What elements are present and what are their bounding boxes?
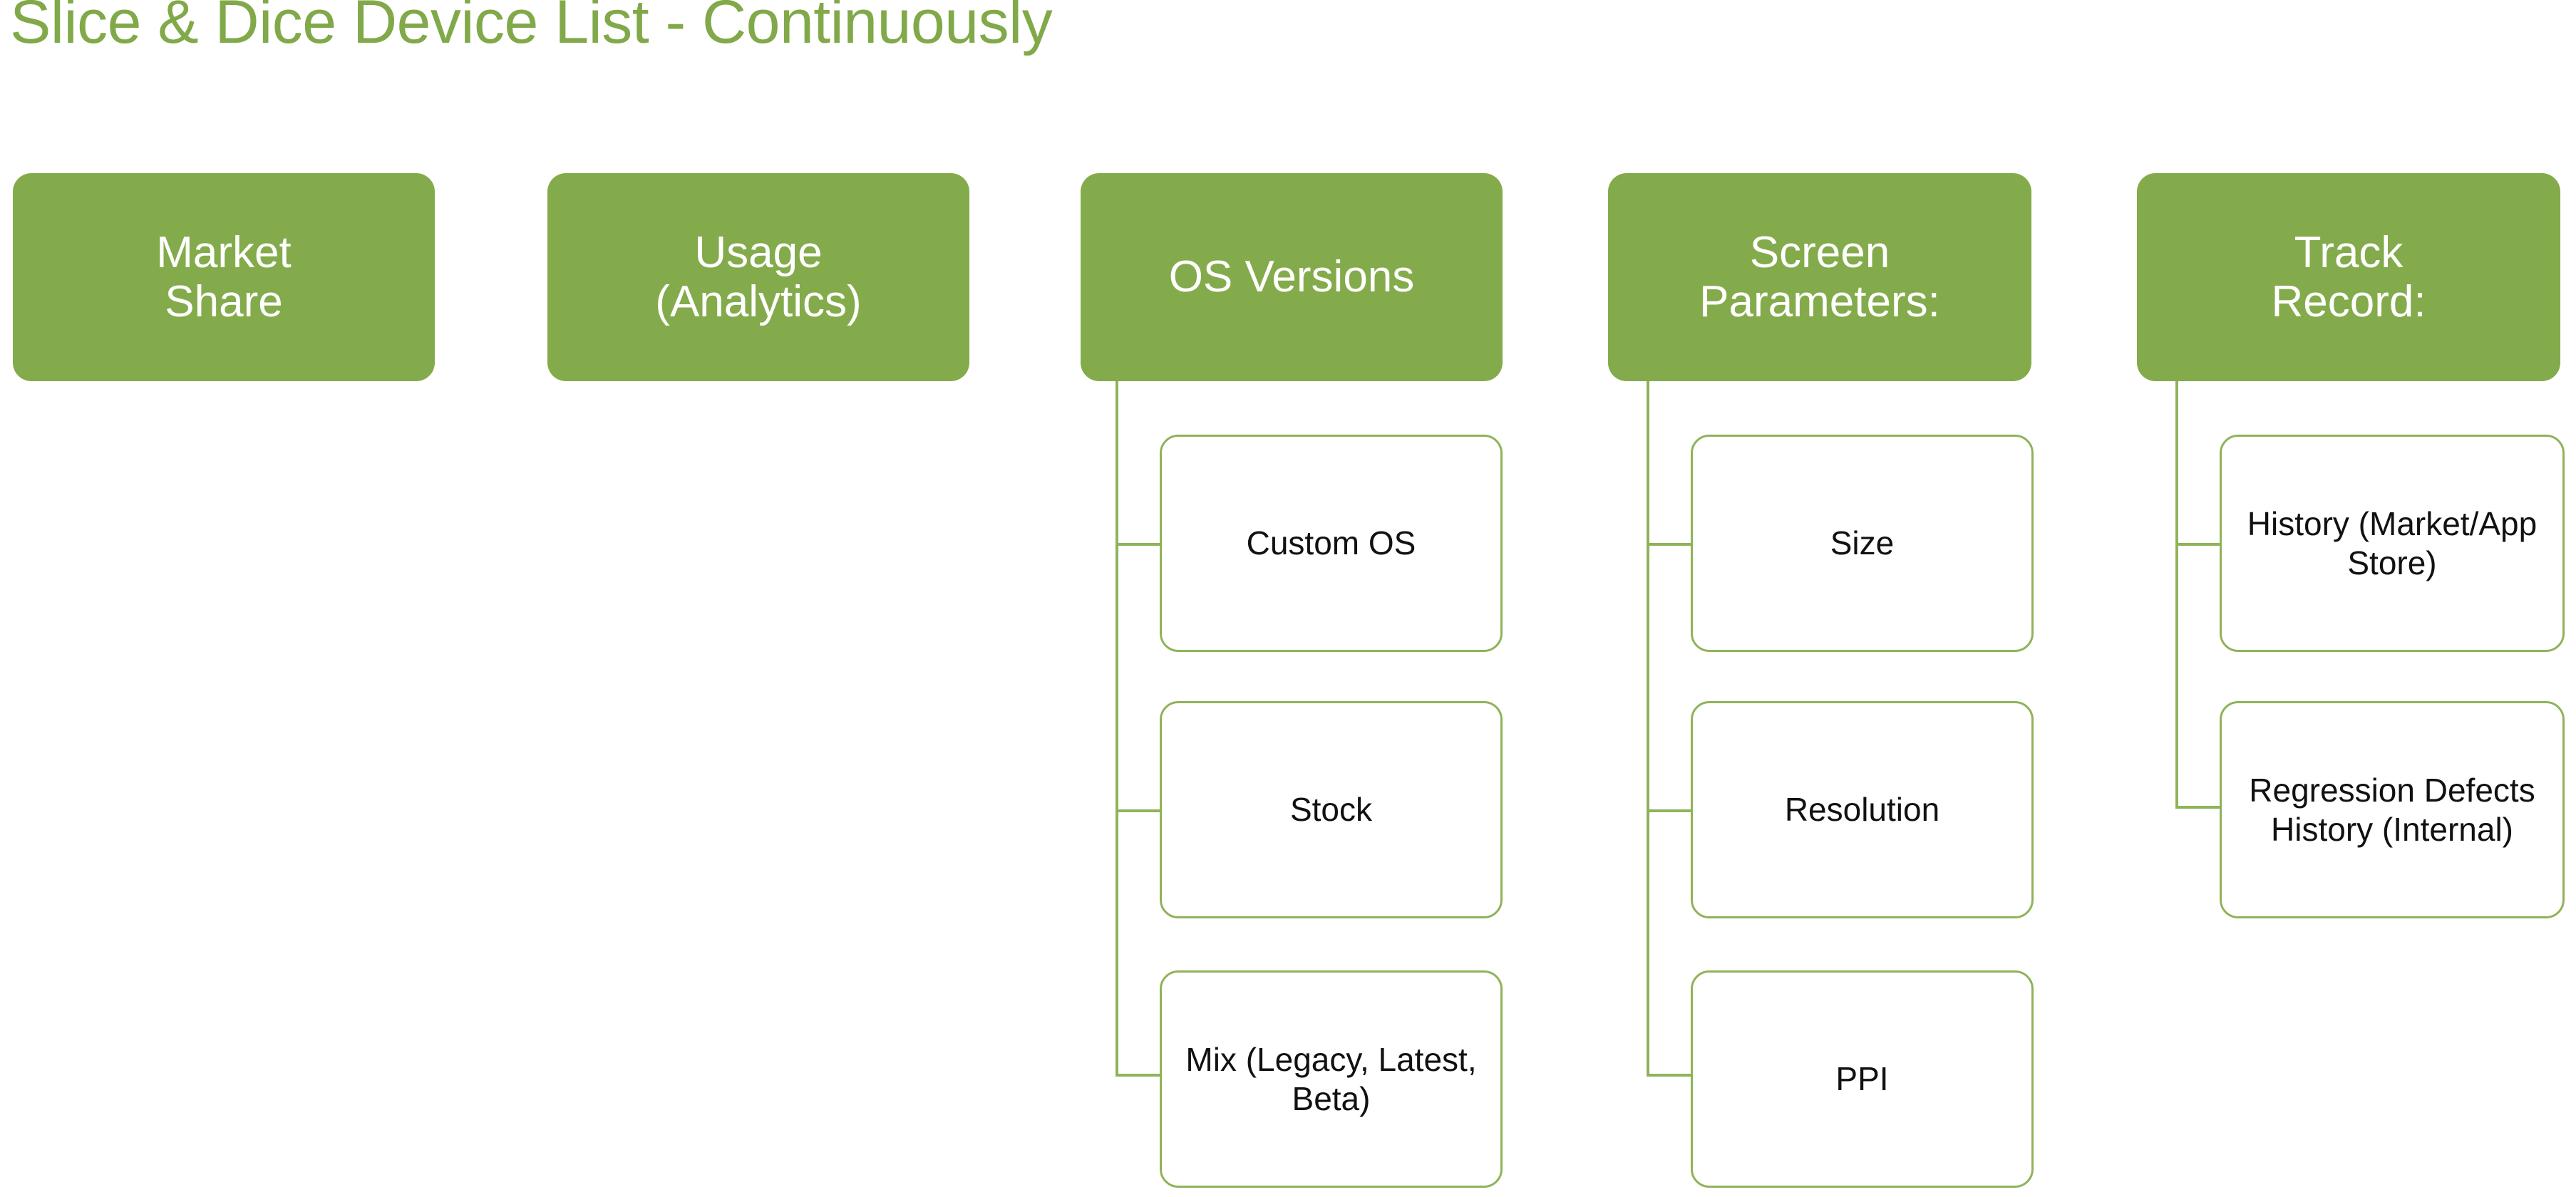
node-regression-defects-history-internal-label: Regression Defects History (Internal) [2249, 772, 2535, 848]
node-screen-parameters-line2: Parameters: [1699, 277, 1940, 326]
connector-stub-regression-defects [2175, 806, 2221, 809]
node-usage-analytics[interactable]: Usage(Analytics) [547, 173, 969, 381]
node-market-share-line1: Market [156, 227, 292, 277]
node-stock[interactable]: Stock [1160, 701, 1503, 918]
node-mix-legacy-latest-beta[interactable]: Mix (Legacy, Latest, Beta) [1160, 970, 1503, 1188]
node-history-market-app-store[interactable]: History (Market/App Store) [2220, 435, 2565, 652]
node-usage-analytics-label: Usage(Analytics) [555, 228, 962, 327]
node-market-share-line2: Share [165, 277, 283, 326]
node-usage-analytics-line2: (Analytics) [655, 277, 862, 326]
node-size[interactable]: Size [1691, 435, 2034, 652]
connector-trunk-track-record [2175, 381, 2178, 809]
node-resolution-label: Resolution [1784, 791, 1940, 829]
node-os-versions[interactable]: OS Versions [1081, 173, 1503, 381]
connector-stub-resolution [1647, 809, 1692, 812]
node-screen-parameters-line1: Screen [1749, 227, 1890, 277]
node-resolution[interactable]: Resolution [1691, 701, 2034, 918]
connector-stub-stock [1116, 809, 1161, 812]
connector-stub-ppi [1647, 1074, 1692, 1077]
node-stock-label: Stock [1289, 791, 1373, 829]
node-track-record-line1: Track [2294, 227, 2404, 277]
connector-trunk-os-versions [1116, 381, 1118, 1076]
node-os-versions-label: OS Versions [1168, 252, 1415, 302]
node-mix-legacy-latest-beta-label: Mix (Legacy, Latest, Beta) [1185, 1041, 1477, 1117]
connector-stub-size [1647, 543, 1692, 546]
node-regression-defects-history-internal[interactable]: Regression Defects History (Internal) [2220, 701, 2565, 918]
node-ppi[interactable]: PPI [1691, 970, 2034, 1188]
node-usage-analytics-line1: Usage [694, 227, 823, 277]
node-custom-os-label: Custom OS [1246, 524, 1416, 562]
node-track-record-line2: Record: [2271, 277, 2426, 326]
node-size-label: Size [1830, 524, 1895, 562]
node-ppi-label: PPI [1835, 1060, 1889, 1098]
page-title: Slice & Dice Device List - Continuously [10, 0, 1053, 56]
node-history-market-app-store-label: History (Market/App Store) [2247, 505, 2538, 581]
node-custom-os[interactable]: Custom OS [1160, 435, 1503, 652]
connector-trunk-screen-parameters [1647, 381, 1649, 1076]
connector-stub-custom-os [1116, 543, 1161, 546]
connector-stub-history [2175, 543, 2221, 546]
connector-stub-mix [1116, 1074, 1161, 1077]
